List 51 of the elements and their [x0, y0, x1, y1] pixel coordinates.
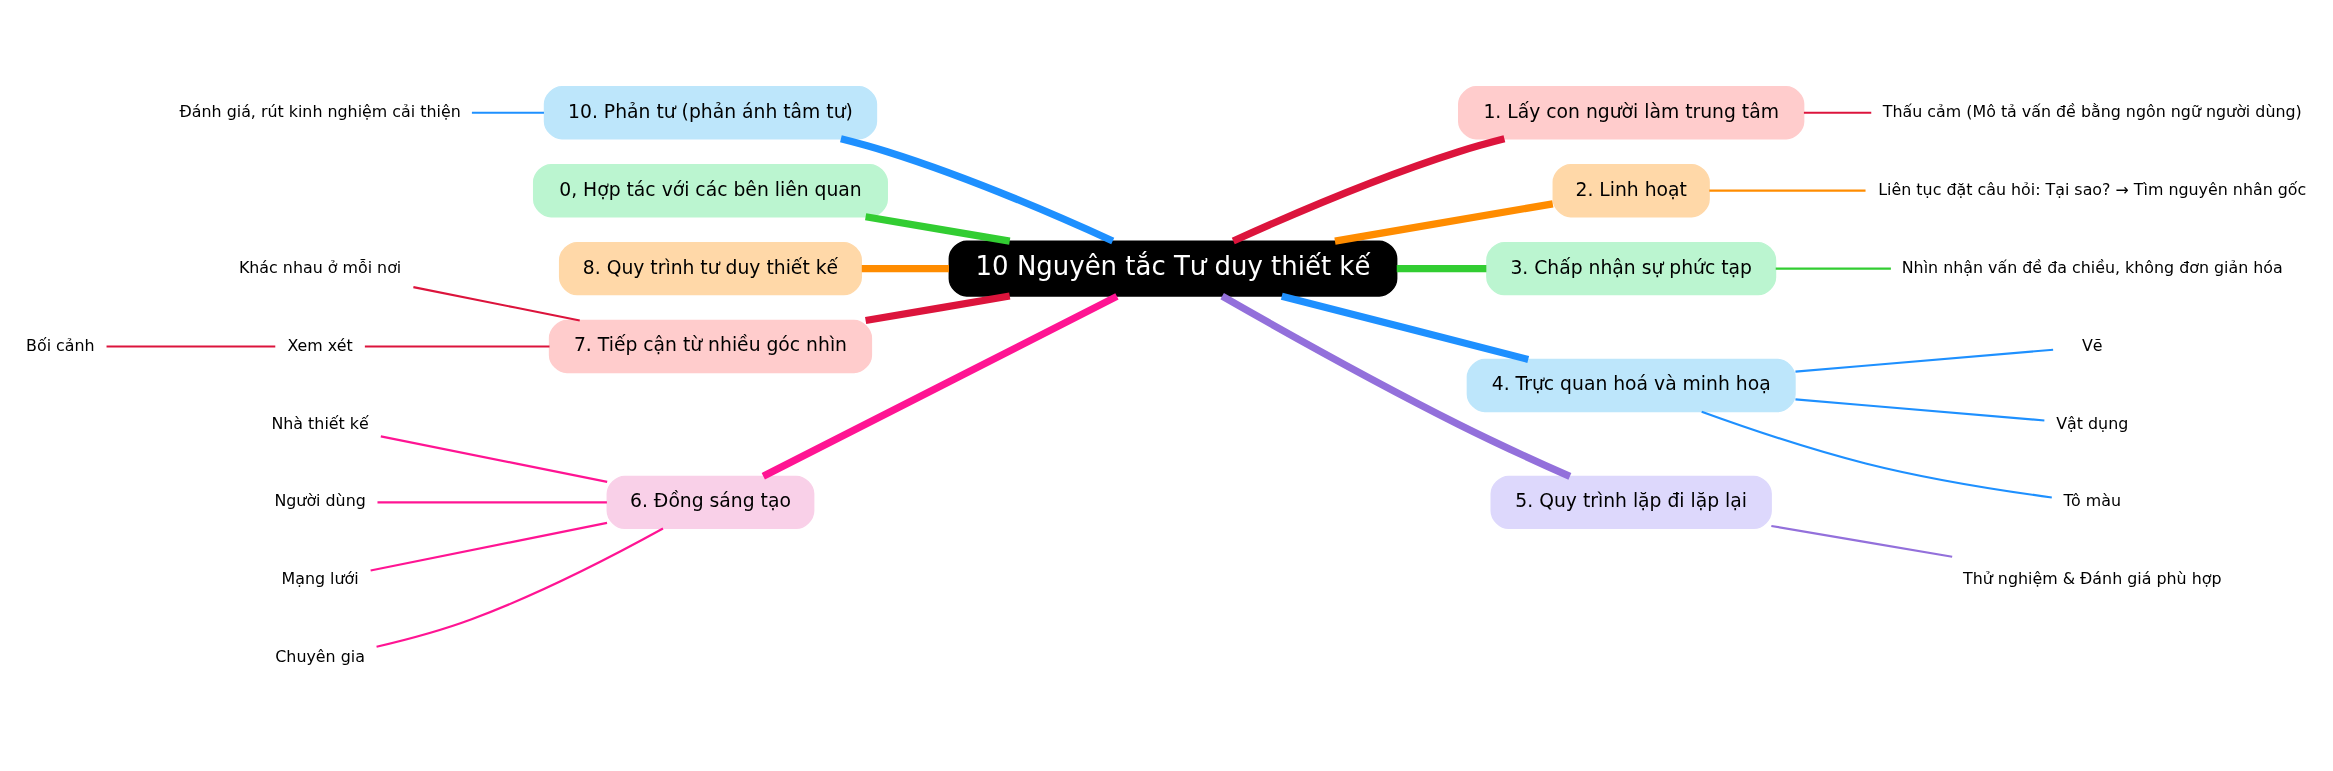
node-text: Người dùng — [274, 491, 366, 511]
connector — [1396, 265, 1487, 273]
node-text: Thử nghiệm & Đánh giá phù hợp — [1963, 569, 2222, 589]
node-text: Đánh giá, rút kinh nghiệm cải thiện — [179, 101, 461, 121]
connector — [377, 501, 607, 504]
node-box: 2. Linh hoạt — [1552, 164, 1710, 218]
connector — [380, 435, 608, 483]
node-text: Vật dụng — [2056, 413, 2129, 433]
connector — [861, 265, 949, 273]
node-text: Xem xét — [287, 335, 353, 355]
connector — [865, 292, 1011, 325]
node-box: 8. Quy trình tư duy thiết kế — [558, 241, 862, 296]
node-text: Tô màu — [2063, 491, 2122, 511]
connector — [761, 293, 1119, 480]
node-text: Thấu cảm (Mô tả vấn đề bằng ngôn ngữ người dùng) — [1882, 101, 2302, 121]
node-text: Chuyên gia — [275, 647, 365, 667]
connector — [1775, 267, 1891, 270]
connector — [106, 345, 276, 348]
node-text: Khác nhau ở mỗi nơi — [238, 257, 402, 277]
node-box: 5. Quy trình lặp đi lặp lại — [1490, 475, 1772, 530]
node-text: Nhìn nhận vấn đề đa chiều, không đơn giản hóa — [1901, 257, 2283, 277]
connector — [1771, 524, 1953, 558]
node-text: Liên tục đặt câu hỏi: Tại sao? → Tìm nguyên nhân gốc — [1878, 179, 2307, 199]
connector — [1795, 398, 2045, 422]
connector — [1803, 111, 1872, 114]
node-text: Vẽ — [2081, 335, 2103, 355]
connector — [364, 345, 550, 348]
node-box: 10 Nguyên tắc Tư duy thiết kế — [948, 240, 1398, 297]
node-box: 4. Trực quan hoá và minh hoạ — [1466, 358, 1796, 413]
connector — [1280, 292, 1530, 363]
node-box: 3. Chấp nhận sự phức tạp — [1486, 241, 1777, 296]
connector — [1334, 200, 1554, 245]
connector — [840, 135, 1115, 245]
node-text: Mạng lưới — [281, 569, 359, 589]
node-text: Nhà thiết kế — [271, 413, 369, 433]
connector — [1220, 293, 1572, 480]
connector — [376, 527, 664, 648]
node-box: 10. Phản tư (phản ánh tâm tư) — [543, 86, 878, 140]
connector — [1231, 135, 1506, 245]
node-box: 1. Lấy con người làm trung tâm — [1458, 86, 1805, 140]
connector — [413, 286, 580, 322]
node-box: 7. Tiếp cận từ nhiều góc nhìn — [548, 319, 873, 374]
connector — [471, 111, 544, 114]
connector — [1709, 189, 1866, 192]
connector — [865, 213, 1011, 245]
node-box: 0, Hợp tác với các bên liên quan — [532, 164, 888, 218]
connector — [1701, 410, 2052, 499]
connector — [1795, 348, 2054, 373]
node-text: Bối cảnh — [26, 335, 95, 355]
connector — [370, 521, 608, 572]
node-box: 6. Đồng sáng tạo — [606, 475, 815, 530]
